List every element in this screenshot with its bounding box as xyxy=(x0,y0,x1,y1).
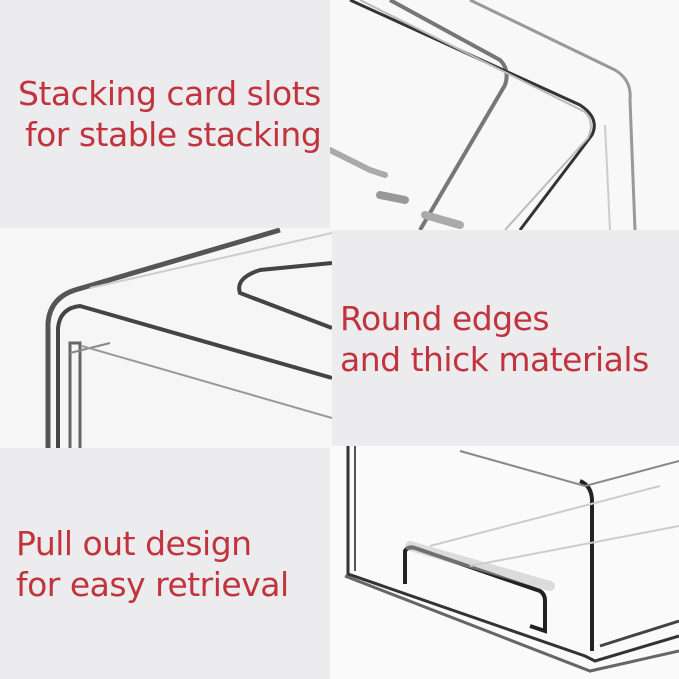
clear-box-rounded-edge-icon xyxy=(0,228,332,448)
caption-panel-round-edges: Round edges and thick materials xyxy=(332,230,679,448)
photo-lid-corner xyxy=(330,0,679,230)
caption-line: Round edges xyxy=(340,299,550,338)
clear-drawer-pull-handle-icon xyxy=(330,446,679,679)
clear-box-lid-corner-icon xyxy=(330,0,679,230)
caption-line: Stacking card slots xyxy=(18,74,321,113)
caption-line: for easy retrieval xyxy=(16,564,289,604)
photo-rounded-edge xyxy=(0,228,332,448)
caption-panel-pull-out: Pull out design for easy retrieval xyxy=(0,448,330,679)
caption-panel-stacking: Stacking card slots for stable stacking xyxy=(0,0,330,228)
caption-line: Pull out design xyxy=(16,523,252,563)
caption-line: for stable stacking xyxy=(25,115,322,154)
caption-line: and thick materials xyxy=(340,340,649,379)
photo-drawer-handle xyxy=(330,446,679,679)
